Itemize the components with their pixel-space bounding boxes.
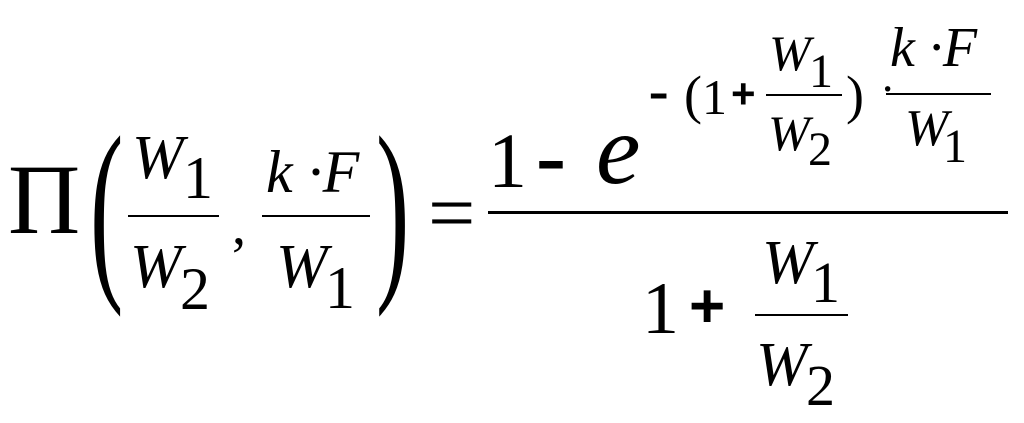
lhs-close-paren: ) [376,97,410,318]
rhs-num-one: 1 [488,117,527,204]
den-frac-den-var: W [756,331,808,399]
lhs-arg2-num: k ·F [266,139,360,205]
exp-frac-den-sub: 2 [808,123,832,176]
exp-dot: · [880,63,896,114]
lhs-open-paren: ( [90,97,124,318]
exp-plus: + [731,70,756,117]
lhs-arg1-den-sub: 2 [180,256,210,322]
exp-open-paren: ( [684,65,702,125]
main-fraction-bar [488,211,1008,214]
lhs-arg2-fraction-bar [262,215,370,217]
lhs-arg1-fraction-bar [128,215,219,217]
rhs-den-one: 1 [642,268,679,350]
lhs-arg2-den-var: W [276,233,328,301]
equals-sign: = [428,167,476,260]
lhs-arg1-den-var: W [130,233,182,301]
exp-one: 1 [702,69,727,125]
den-frac-bar [755,314,848,316]
exp-close-paren: ) [846,65,864,125]
rhs-den-plus: + [689,272,726,341]
den-frac-num-sub: 1 [811,250,840,315]
exp-frac2-bar [886,93,991,95]
exp-minus: - [648,55,670,127]
exp-frac-bar [766,94,842,96]
exp-frac-den-var: W [768,105,810,161]
rhs-num-minus: - [535,104,567,211]
den-frac-num-var: W [762,229,814,297]
lhs-arg1-num-sub: 1 [183,145,213,211]
exp-frac2-den-sub: 1 [943,120,967,173]
lhs-arg1-num-var: W [132,124,184,192]
exp-frac2-den-var: W [905,100,949,157]
function-symbol: Π [8,144,81,255]
lhs-separator: , [232,195,246,257]
exp-frac-num-var: W [769,25,811,81]
exp-frac2-num: k ·F [890,17,978,79]
lhs-arg2-den-sub: 1 [325,255,355,321]
exp-frac-num-sub: 1 [809,45,833,98]
den-frac-den-sub: 2 [806,353,835,418]
exp-base-e: e [596,94,641,205]
